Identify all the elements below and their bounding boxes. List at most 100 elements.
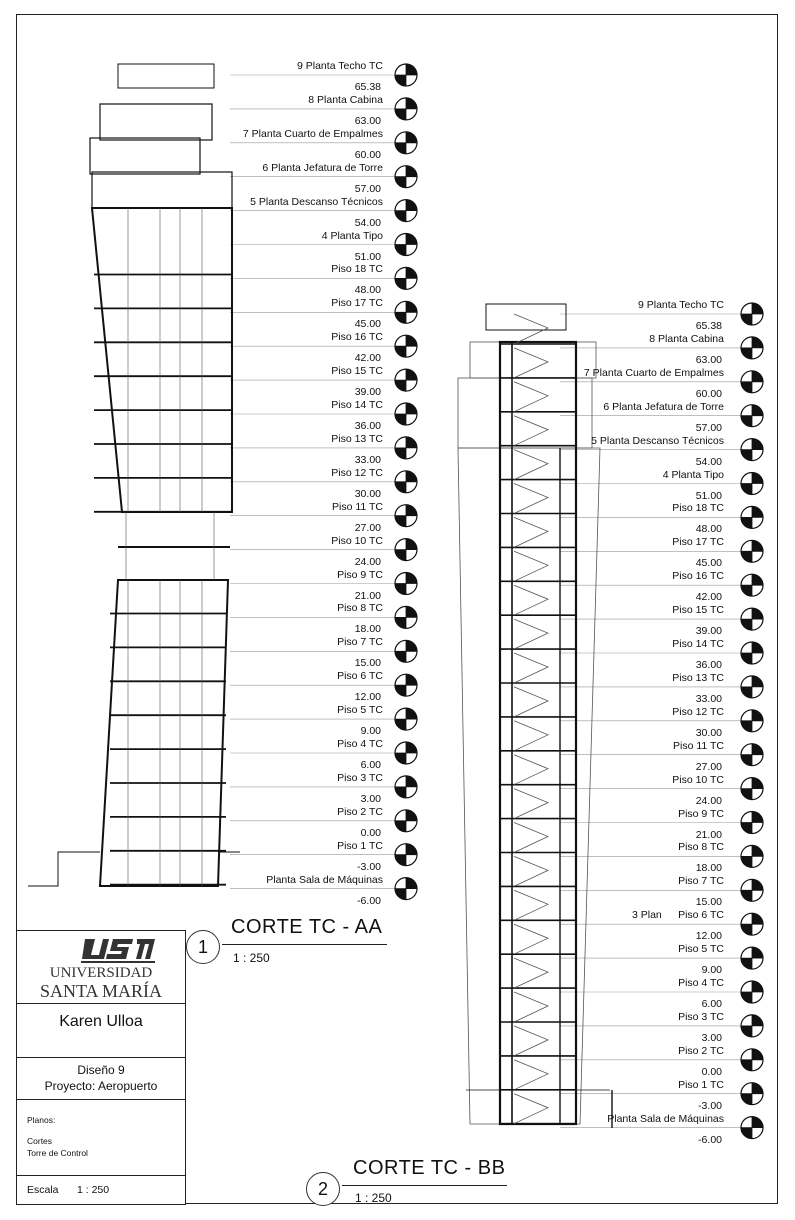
level-marker-icon bbox=[740, 1115, 764, 1140]
level-name: Piso 14 TC bbox=[331, 399, 383, 411]
level-elevation: 57.00 bbox=[354, 182, 381, 195]
divider bbox=[17, 1099, 185, 1100]
level-marker-icon bbox=[740, 607, 764, 631]
level-name: Piso 15 TC bbox=[331, 365, 383, 378]
plan-line1: Cortes bbox=[27, 1136, 53, 1146]
level-name: 6 Planta Jefatura de Torre bbox=[262, 161, 383, 174]
level-marker-icon bbox=[394, 368, 418, 392]
level-name: Piso 11 TC bbox=[673, 739, 724, 752]
level-marker-icon bbox=[394, 571, 418, 596]
level-name: Piso 17 TC bbox=[331, 297, 383, 310]
level-elevation: 57.00 bbox=[695, 421, 722, 434]
section-aa-number: 1 bbox=[186, 930, 220, 964]
level-marker-icon bbox=[740, 573, 764, 597]
plan-line2: Torre de Control bbox=[27, 1148, 88, 1158]
level-elevation: 30.00 bbox=[695, 726, 722, 739]
level-name: Piso 17 TC bbox=[672, 536, 724, 549]
level-marker-icon bbox=[740, 675, 764, 699]
level-name: Piso 13 TC bbox=[672, 671, 724, 684]
level-elevation: 3.00 bbox=[701, 1031, 722, 1044]
level-marker-icon bbox=[394, 334, 418, 358]
level-name: Piso 18 TC bbox=[672, 502, 724, 515]
level-elevation: 48.00 bbox=[354, 284, 381, 297]
level-elevation: 65.38 bbox=[695, 320, 722, 332]
sheet-border bbox=[16, 14, 778, 1204]
level-name: Piso 9 TC bbox=[337, 568, 383, 581]
level-marker-icon bbox=[740, 878, 764, 902]
level-marker-icon bbox=[740, 539, 764, 563]
level-elevation: 54.00 bbox=[695, 455, 722, 468]
level-marker-icon bbox=[740, 1082, 764, 1106]
level-marker-icon bbox=[740, 810, 764, 835]
level-name: Piso 16 TC bbox=[331, 331, 383, 344]
section-bb-scale: 1 : 250 bbox=[355, 1191, 392, 1205]
level-elevation: 21.00 bbox=[695, 828, 722, 841]
section-bb-number: 2 bbox=[306, 1172, 340, 1206]
level-name: 7 Planta Cuarto de Empalmes bbox=[583, 366, 724, 379]
level-elevation: 24.00 bbox=[695, 794, 722, 807]
level-name: Piso 18 TC bbox=[331, 263, 383, 276]
level-name: Piso 1 TC bbox=[678, 1078, 724, 1091]
university-line1: UNIVERSIDAD bbox=[49, 965, 153, 981]
level-elevation: 39.00 bbox=[695, 625, 722, 638]
level-name: 7 Planta Cuarto de Empalmes bbox=[242, 127, 383, 140]
level-marker-icon bbox=[394, 809, 418, 833]
author-name: Karen Ulloa bbox=[59, 1013, 143, 1030]
level-elevation: 3.00 bbox=[360, 792, 381, 805]
level-marker-icon bbox=[394, 199, 418, 223]
level-elevation: 9.00 bbox=[360, 725, 381, 738]
level-marker-icon bbox=[394, 775, 418, 799]
level-elevation: -3.00 bbox=[357, 860, 381, 873]
level-marker-icon bbox=[740, 505, 764, 530]
level-marker-icon bbox=[394, 639, 418, 663]
section-bb-underline bbox=[342, 1185, 507, 1186]
level-elevation: 63.00 bbox=[354, 114, 381, 127]
logo-area: UNIVERSIDAD SANTA MARÍA bbox=[17, 931, 185, 1001]
level-marker-icon bbox=[394, 707, 418, 731]
level-name: 8 Planta Cabina bbox=[649, 332, 724, 345]
level-marker-icon bbox=[740, 946, 764, 970]
level-name: Piso 12 TC bbox=[331, 466, 383, 479]
section-bb-drawing bbox=[457, 302, 764, 1140]
level-marker-icon bbox=[740, 302, 764, 326]
level-elevation: 12.00 bbox=[354, 691, 381, 704]
level-elevation: 21.00 bbox=[354, 589, 381, 602]
section-bb-title: CORTE TC - BB bbox=[353, 1157, 506, 1179]
level-elevation: 45.00 bbox=[695, 557, 722, 570]
level-elevation: 36.00 bbox=[695, 659, 722, 671]
level-name: Piso 10 TC bbox=[672, 773, 724, 786]
level-marker-icon bbox=[394, 876, 418, 901]
level-name: 9 Planta Techo TC bbox=[638, 299, 724, 311]
level-name: 8 Planta Cabina bbox=[308, 93, 383, 106]
level-marker-icon bbox=[740, 709, 764, 733]
level-marker-icon bbox=[740, 1048, 764, 1072]
project-label: Proyecto: Aeropuerto bbox=[44, 1079, 158, 1093]
level-name: Piso 10 TC bbox=[331, 534, 383, 547]
level-marker-icon bbox=[394, 843, 418, 867]
level-elevation: 60.00 bbox=[695, 387, 722, 400]
level-elevation: 9.00 bbox=[701, 964, 722, 977]
level-marker-icon bbox=[394, 300, 418, 324]
level-elevation: 65.38 bbox=[354, 81, 381, 93]
level-marker-icon bbox=[394, 504, 418, 528]
level-name: Piso 6 TC bbox=[337, 670, 383, 683]
level-name: Piso 15 TC bbox=[672, 604, 724, 617]
level-elevation: 51.00 bbox=[695, 489, 722, 502]
level-elevation: 42.00 bbox=[354, 352, 381, 365]
course-label: Diseño 9 bbox=[77, 1063, 125, 1077]
level-elevation: 33.00 bbox=[695, 692, 722, 705]
level-name: 5 Planta Descanso Técnicos bbox=[250, 195, 383, 208]
level-elevation: 45.00 bbox=[354, 318, 381, 331]
level-elevation: 27.00 bbox=[695, 760, 722, 773]
overlapping-level-prefix: 3 Plan bbox=[632, 909, 662, 922]
level-marker-icon bbox=[394, 63, 418, 87]
level-name: Piso 5 TC bbox=[337, 704, 383, 717]
level-elevation: -6.00 bbox=[698, 1133, 722, 1146]
level-elevation: 39.00 bbox=[354, 386, 381, 399]
level-name: Piso 2 TC bbox=[337, 805, 383, 818]
level-elevation: 15.00 bbox=[354, 657, 381, 670]
level-name: Piso 3 TC bbox=[337, 771, 383, 784]
level-name: Piso 8 TC bbox=[337, 602, 383, 615]
divider bbox=[17, 1057, 185, 1058]
level-name: 4 Planta Tipo bbox=[662, 468, 724, 481]
